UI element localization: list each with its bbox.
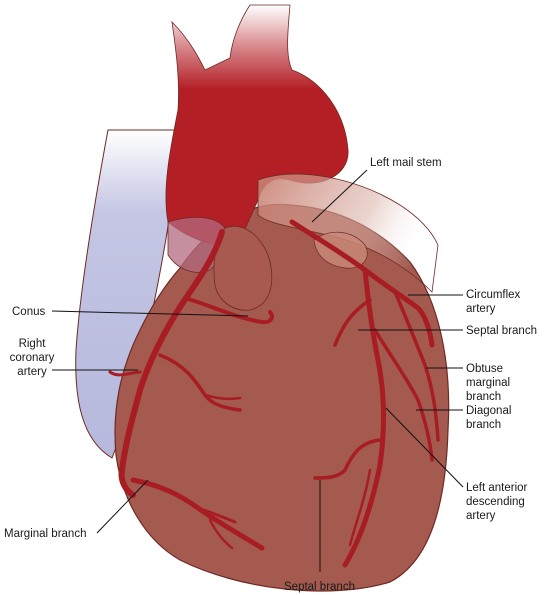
vena-cava-shape	[75, 129, 176, 459]
diagonal-branch-artery	[373, 328, 434, 462]
label-right-coronary-line2: coronary	[10, 352, 55, 364]
label-diagonal-line1: Diagonal	[466, 405, 511, 417]
label-marginal-branch: Marginal branch	[4, 528, 86, 540]
label-septal-branch-bottom: Septal branch	[284, 581, 355, 593]
obtuse-marginal-artery	[393, 290, 440, 442]
conus-branch	[183, 296, 274, 325]
left-main-stem-artery	[289, 219, 368, 273]
lad-lower-branch	[348, 468, 372, 547]
label-obtuse-line3: branch	[466, 391, 501, 403]
label-lad-line1: Left anterior	[466, 482, 528, 494]
labels: Left mail stem Conus Right coronary arte…	[4, 157, 537, 593]
leader-conus	[51, 310, 249, 317]
leader-lad	[385, 407, 464, 488]
septal-branch-upper	[333, 298, 372, 347]
leader-marginal-branch	[96, 479, 149, 534]
label-obtuse-line1: Obtuse	[466, 363, 503, 375]
rca-acute-branch-sub	[203, 393, 242, 401]
coronary-artery-tree	[108, 219, 440, 568]
label-right-coronary-line3: artery	[17, 366, 47, 378]
label-left-main-stem: Left mail stem	[370, 157, 442, 169]
rca-atrial-branch	[108, 370, 142, 377]
septal-branch-lower	[313, 438, 382, 480]
label-lad-line3: artery	[466, 510, 496, 522]
marginal-branch-sub	[196, 506, 237, 524]
leader-left-main-stem	[311, 169, 368, 223]
label-circumflex-line2: artery	[466, 303, 496, 315]
label-obtuse-line2: marginal	[466, 377, 510, 389]
label-septal-branch-right: Septal branch	[466, 325, 537, 337]
label-diagonal-line2: branch	[466, 419, 501, 431]
label-lad-line2: descending	[466, 496, 525, 508]
label-right-coronary-line1: Right	[19, 338, 47, 350]
label-conus: Conus	[12, 306, 45, 318]
marginal-branch-sub-2	[208, 518, 234, 550]
leader-lines	[51, 169, 464, 572]
circumflex-artery-vessel	[362, 267, 435, 348]
right-coronary-artery	[118, 229, 225, 498]
label-circumflex-line1: Circumflex	[466, 289, 521, 301]
lad-artery-vessel	[342, 267, 387, 568]
conus-bulge-shape	[213, 225, 273, 311]
